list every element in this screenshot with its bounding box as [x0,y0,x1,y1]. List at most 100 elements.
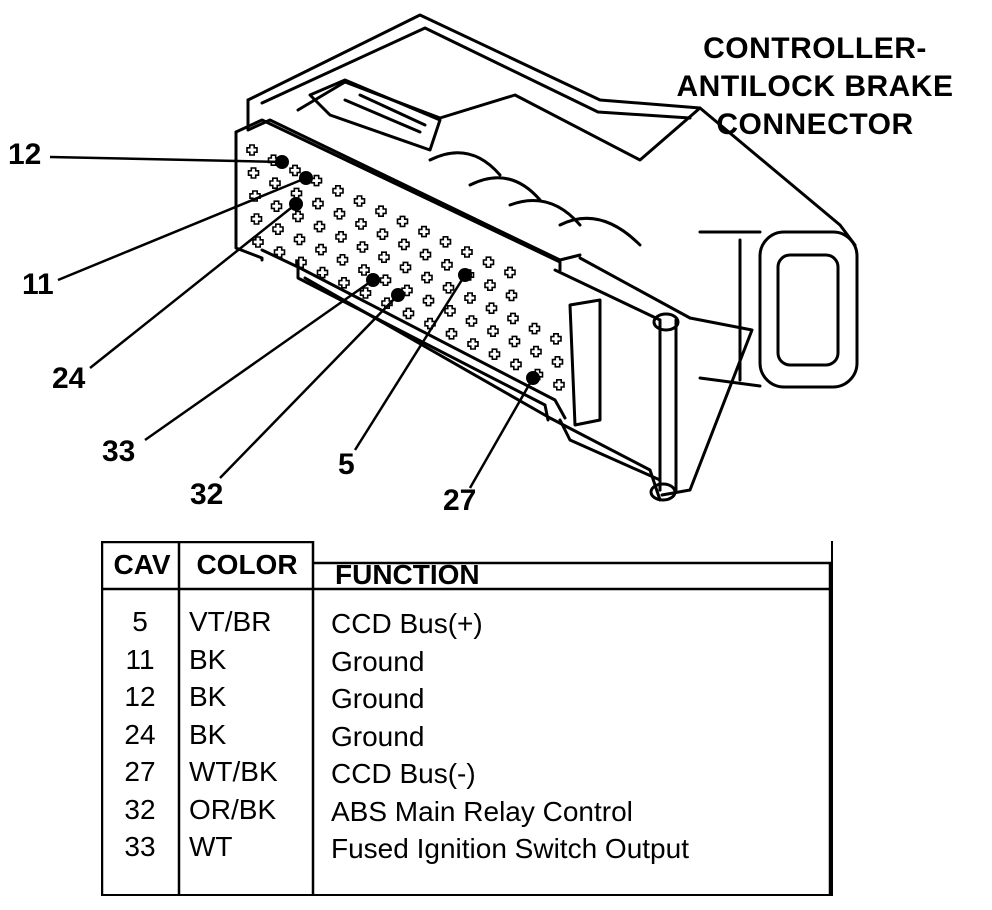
cell-function: ABS Main Relay Control [331,795,633,827]
callout-label-32: 32 [190,478,224,511]
mount-post [658,318,678,492]
body-right-top [578,256,692,320]
terminal-cavity [273,246,286,258]
terminal-cavity [316,266,329,279]
terminal-cavity [418,225,430,238]
latch-ribs [343,93,427,134]
terminal-cavity [313,220,326,233]
callout-label-12: 12 [8,138,42,171]
terminal-cavity [461,246,473,258]
callout-label-33: 33 [102,435,136,468]
cavity-marker-33 [366,273,380,287]
leader-line-27 [468,377,535,489]
terminal-cavity [247,167,260,179]
terminal-cavity [553,379,565,391]
terminal-cavity [505,289,518,302]
terminal-cavity [293,233,306,246]
terminal-cavity [421,271,433,284]
cell-color: WT/BK [189,756,278,787]
terminal-cavity [289,164,301,177]
terminal-cavity [419,248,432,261]
terminal-cavity [508,335,521,348]
terminal-cavity [338,277,350,289]
body-bottom [558,418,662,482]
terminal-cavity [442,282,455,294]
port-outer [758,230,859,389]
face-top-edge [234,118,562,272]
housing-top [246,13,857,247]
terminal-cavity [402,307,415,320]
cell-cav: 11 [125,643,155,675]
cell-function: Ground [331,720,425,752]
terminal-cavity [312,197,324,210]
cell-color: OR/BK [189,793,277,825]
terminal-cavity [398,238,410,251]
terminal-cavity [484,279,496,291]
terminal-cavity [270,200,283,212]
terminal-cavity [444,305,456,317]
terminal-cavity [439,236,452,248]
port-collar [698,230,762,388]
callout-leaders [49,155,540,489]
cell-color: BK [189,643,227,675]
cavity-marker-11 [299,171,313,185]
cell-color: BK [189,718,227,750]
terminal-cavity [355,218,367,230]
wire-arc-2 [468,176,542,202]
terminal-cavity [504,266,516,279]
terminal-cavity [488,348,501,360]
header-color: COLOR [196,549,298,580]
title-line: ANTILOCK BRAKE [676,70,954,103]
terminal-cavity [485,302,498,314]
terminal-cavity [269,177,281,189]
cell-cav: 24 [124,718,156,750]
column-color: VT/BR BK BK BK WT/BK OR/BK WT [189,603,278,866]
cell-cav: 33 [124,831,156,862]
face-rail [296,260,550,422]
terminal-cavity [465,315,478,327]
leader-line-12 [49,155,283,164]
terminal-cavity [315,243,327,256]
wire-arc-4 [558,216,642,247]
terminal-cavity [399,261,412,274]
terminal-cavity [487,325,499,337]
cell-function: Fused Ignition Switch Output [331,833,689,864]
terminal-cavity [333,208,346,220]
leader-line-11 [57,176,307,282]
terminal-cavity [272,223,284,235]
terminal-cavity [401,284,413,297]
cavity-marker-5 [458,268,472,282]
terminal-cavity [246,144,258,156]
terminal-cavity [336,254,349,266]
leader-line-32 [219,294,399,479]
title-line: CONTROLLER- [703,32,927,65]
terminal-cavity [550,333,562,345]
mount-cap-bottom [649,482,677,502]
terminal-cavity [551,356,564,368]
cell-function: CCD Bus(+) [331,608,483,639]
callout-label-27: 27 [443,484,477,517]
housing-front-top [246,98,582,262]
connector-drawing [49,13,859,502]
housing-ridge [296,80,702,162]
terminal-cavity [464,292,476,304]
terminal-cavity [353,195,366,207]
terminal-cavity [292,210,304,223]
terminal-cavity [249,190,261,202]
terminal-cavity [396,215,409,228]
terminal-cavity [250,213,263,225]
terminal-cavity [467,338,479,350]
terminal-cavity [376,228,389,240]
header-function: FUNCTION [335,559,480,590]
port-inner [776,253,840,367]
face-left-edge [234,130,264,262]
cell-function: Ground [331,645,425,677]
cell-function: CCD Bus(-) [331,758,476,789]
terminal-cavity [530,345,542,358]
cell-color: VT/BR [189,606,272,637]
column-function: CCD Bus(+) Ground Ground Ground CCD Bus(… [331,605,689,868]
terminal-cavity [507,312,519,325]
terminal-cavity [310,174,323,187]
terminal-cavity [510,358,522,371]
